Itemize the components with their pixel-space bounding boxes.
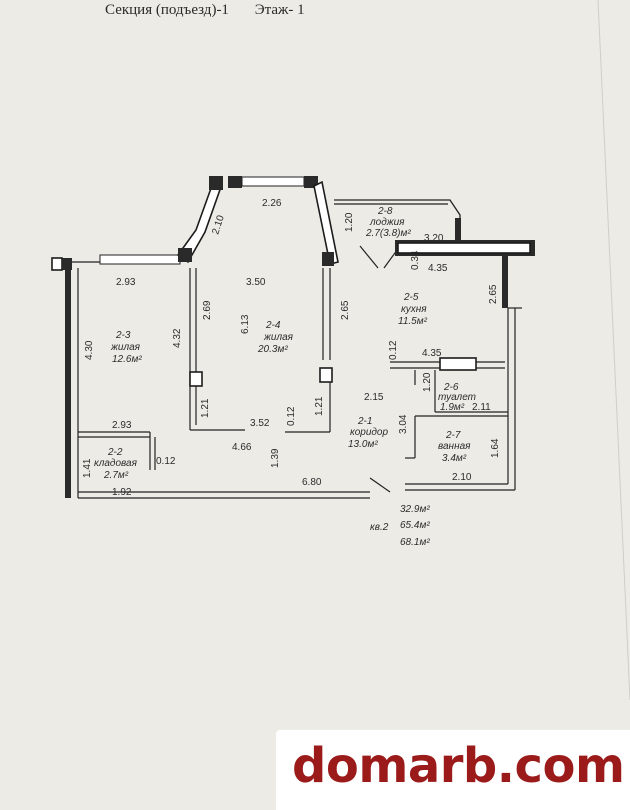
section-label: Секция (подъезд)-1 <box>105 2 229 18</box>
dim-label: 3.20 <box>424 233 444 244</box>
dim-label: 2.10 <box>210 214 227 236</box>
watermark-logo: domarb.com <box>276 730 630 810</box>
room-2-7: 2-7 ванная 3.4м² <box>438 430 471 464</box>
room-name: туалет <box>438 392 476 403</box>
room-2-8: 2-8 лоджия 2.7(3.8)м² <box>365 206 411 239</box>
floor-label: Этаж- 1 <box>254 2 305 18</box>
room-number: 2-8 <box>377 206 393 217</box>
room-2-1: 2-1 коридор 13.0м² <box>348 416 388 450</box>
dim-label: 3.04 <box>398 414 409 434</box>
window <box>241 176 305 187</box>
wall-segment <box>397 242 531 254</box>
room-name: жилая <box>263 332 294 343</box>
room-area: 20.3м² <box>257 344 288 355</box>
wall-segment <box>65 262 71 498</box>
dim-label: 0.34 <box>410 250 421 270</box>
room-area: 2.7(3.8)м² <box>365 228 411 239</box>
room-number: 2-5 <box>403 292 419 303</box>
watermark-text: domarb.com <box>292 738 625 794</box>
window <box>99 254 181 265</box>
total-area-a: 32.9м² <box>400 504 430 515</box>
dim-label: 2.10 <box>452 472 472 483</box>
wall-segment <box>455 218 461 242</box>
dim-label: 0.12 <box>156 456 176 467</box>
room-2-4: 2-4 жилая 20.3м² <box>257 320 294 355</box>
dim-label: 1.92 <box>112 487 132 498</box>
wall-corner <box>178 248 192 262</box>
dim-label: 2.15 <box>364 392 384 403</box>
room-name: ванная <box>438 441 471 452</box>
room-name: жилая <box>110 342 141 353</box>
column <box>319 367 333 383</box>
dim-label: 6.80 <box>302 477 322 488</box>
room-number: 2-2 <box>107 447 123 458</box>
total-area-c: 68.1м² <box>400 537 430 548</box>
dimension-labels: 2.26 2.10 1.20 2.93 3.50 2.69 6.13 2.65 … <box>82 198 501 498</box>
dim-label: 4.30 <box>84 340 95 360</box>
dim-label: 3.50 <box>246 277 266 288</box>
column <box>189 371 203 387</box>
room-name: кухня <box>401 304 427 315</box>
wall-corner <box>209 176 223 190</box>
dim-label: 2.65 <box>488 284 499 304</box>
apartment-label: кв.2 <box>370 522 389 533</box>
dim-label: 2.26 <box>262 198 282 209</box>
dim-label: 6.13 <box>240 314 251 334</box>
dim-label: 4.66 <box>232 442 252 453</box>
room-2-2: 2-2 кладовая 2.7м² <box>94 447 138 481</box>
room-area: 12.6м² <box>112 354 142 365</box>
room-2-5: 2-5 кухня 11.5м² <box>398 292 428 327</box>
room-area: 11.5м² <box>398 316 428 327</box>
dim-label: 1.39 <box>270 448 281 468</box>
wall-corner <box>228 176 242 188</box>
dim-label: 0.12 <box>388 340 399 360</box>
room-2-6: 2-6 туалет 1.9м² <box>438 382 476 413</box>
bay-wall-right <box>313 180 339 265</box>
dim-label: 1.41 <box>82 458 93 478</box>
dim-label: 4.35 <box>428 263 448 274</box>
dim-label: 2.93 <box>116 277 136 288</box>
dim-label: 1.20 <box>344 212 355 232</box>
room-number: 2-4 <box>265 320 281 331</box>
room-name: кладовая <box>94 458 138 469</box>
dim-label: 4.32 <box>172 328 183 348</box>
room-area: 1.9м² <box>440 402 465 413</box>
apartment-totals: 32.9м² кв.2 65.4м² 68.1м² <box>370 504 430 548</box>
page-edge <box>597 0 630 701</box>
wall-segment <box>51 257 63 271</box>
room-number: 2-7 <box>445 430 461 441</box>
dim-label: 2.65 <box>340 300 351 320</box>
dim-label: 1.21 <box>314 396 325 416</box>
room-number: 2-6 <box>443 382 459 393</box>
page-header: Секция (подъезд)-1 Этаж- 1 <box>105 2 305 19</box>
dim-label: 1.20 <box>422 372 433 392</box>
door-swing <box>369 477 391 493</box>
total-area-b: 65.4м² <box>400 520 430 531</box>
door-swing <box>359 245 379 269</box>
wall-corner <box>322 252 334 266</box>
room-name: коридор <box>350 427 388 438</box>
room-area: 3.4м² <box>442 453 467 464</box>
room-area: 13.0м² <box>348 439 378 450</box>
room-number: 2-1 <box>357 416 372 427</box>
wall-segment <box>439 357 477 371</box>
dim-label: 3.52 <box>250 418 270 429</box>
dim-label: 2.69 <box>202 300 213 320</box>
room-2-3: 2-3 жилая 12.6м² <box>110 330 142 365</box>
dim-label: 1.64 <box>490 438 501 458</box>
room-name: лоджия <box>369 217 405 228</box>
room-number: 2-3 <box>115 330 131 341</box>
room-area: 2.7м² <box>103 470 129 481</box>
dim-label: 1.21 <box>200 398 211 418</box>
dim-label: 4.35 <box>422 348 442 359</box>
dim-label: 0.12 <box>286 406 297 426</box>
wall-segment <box>502 256 508 308</box>
dim-label: 2.11 <box>472 402 491 413</box>
dim-label: 2.93 <box>112 420 132 431</box>
